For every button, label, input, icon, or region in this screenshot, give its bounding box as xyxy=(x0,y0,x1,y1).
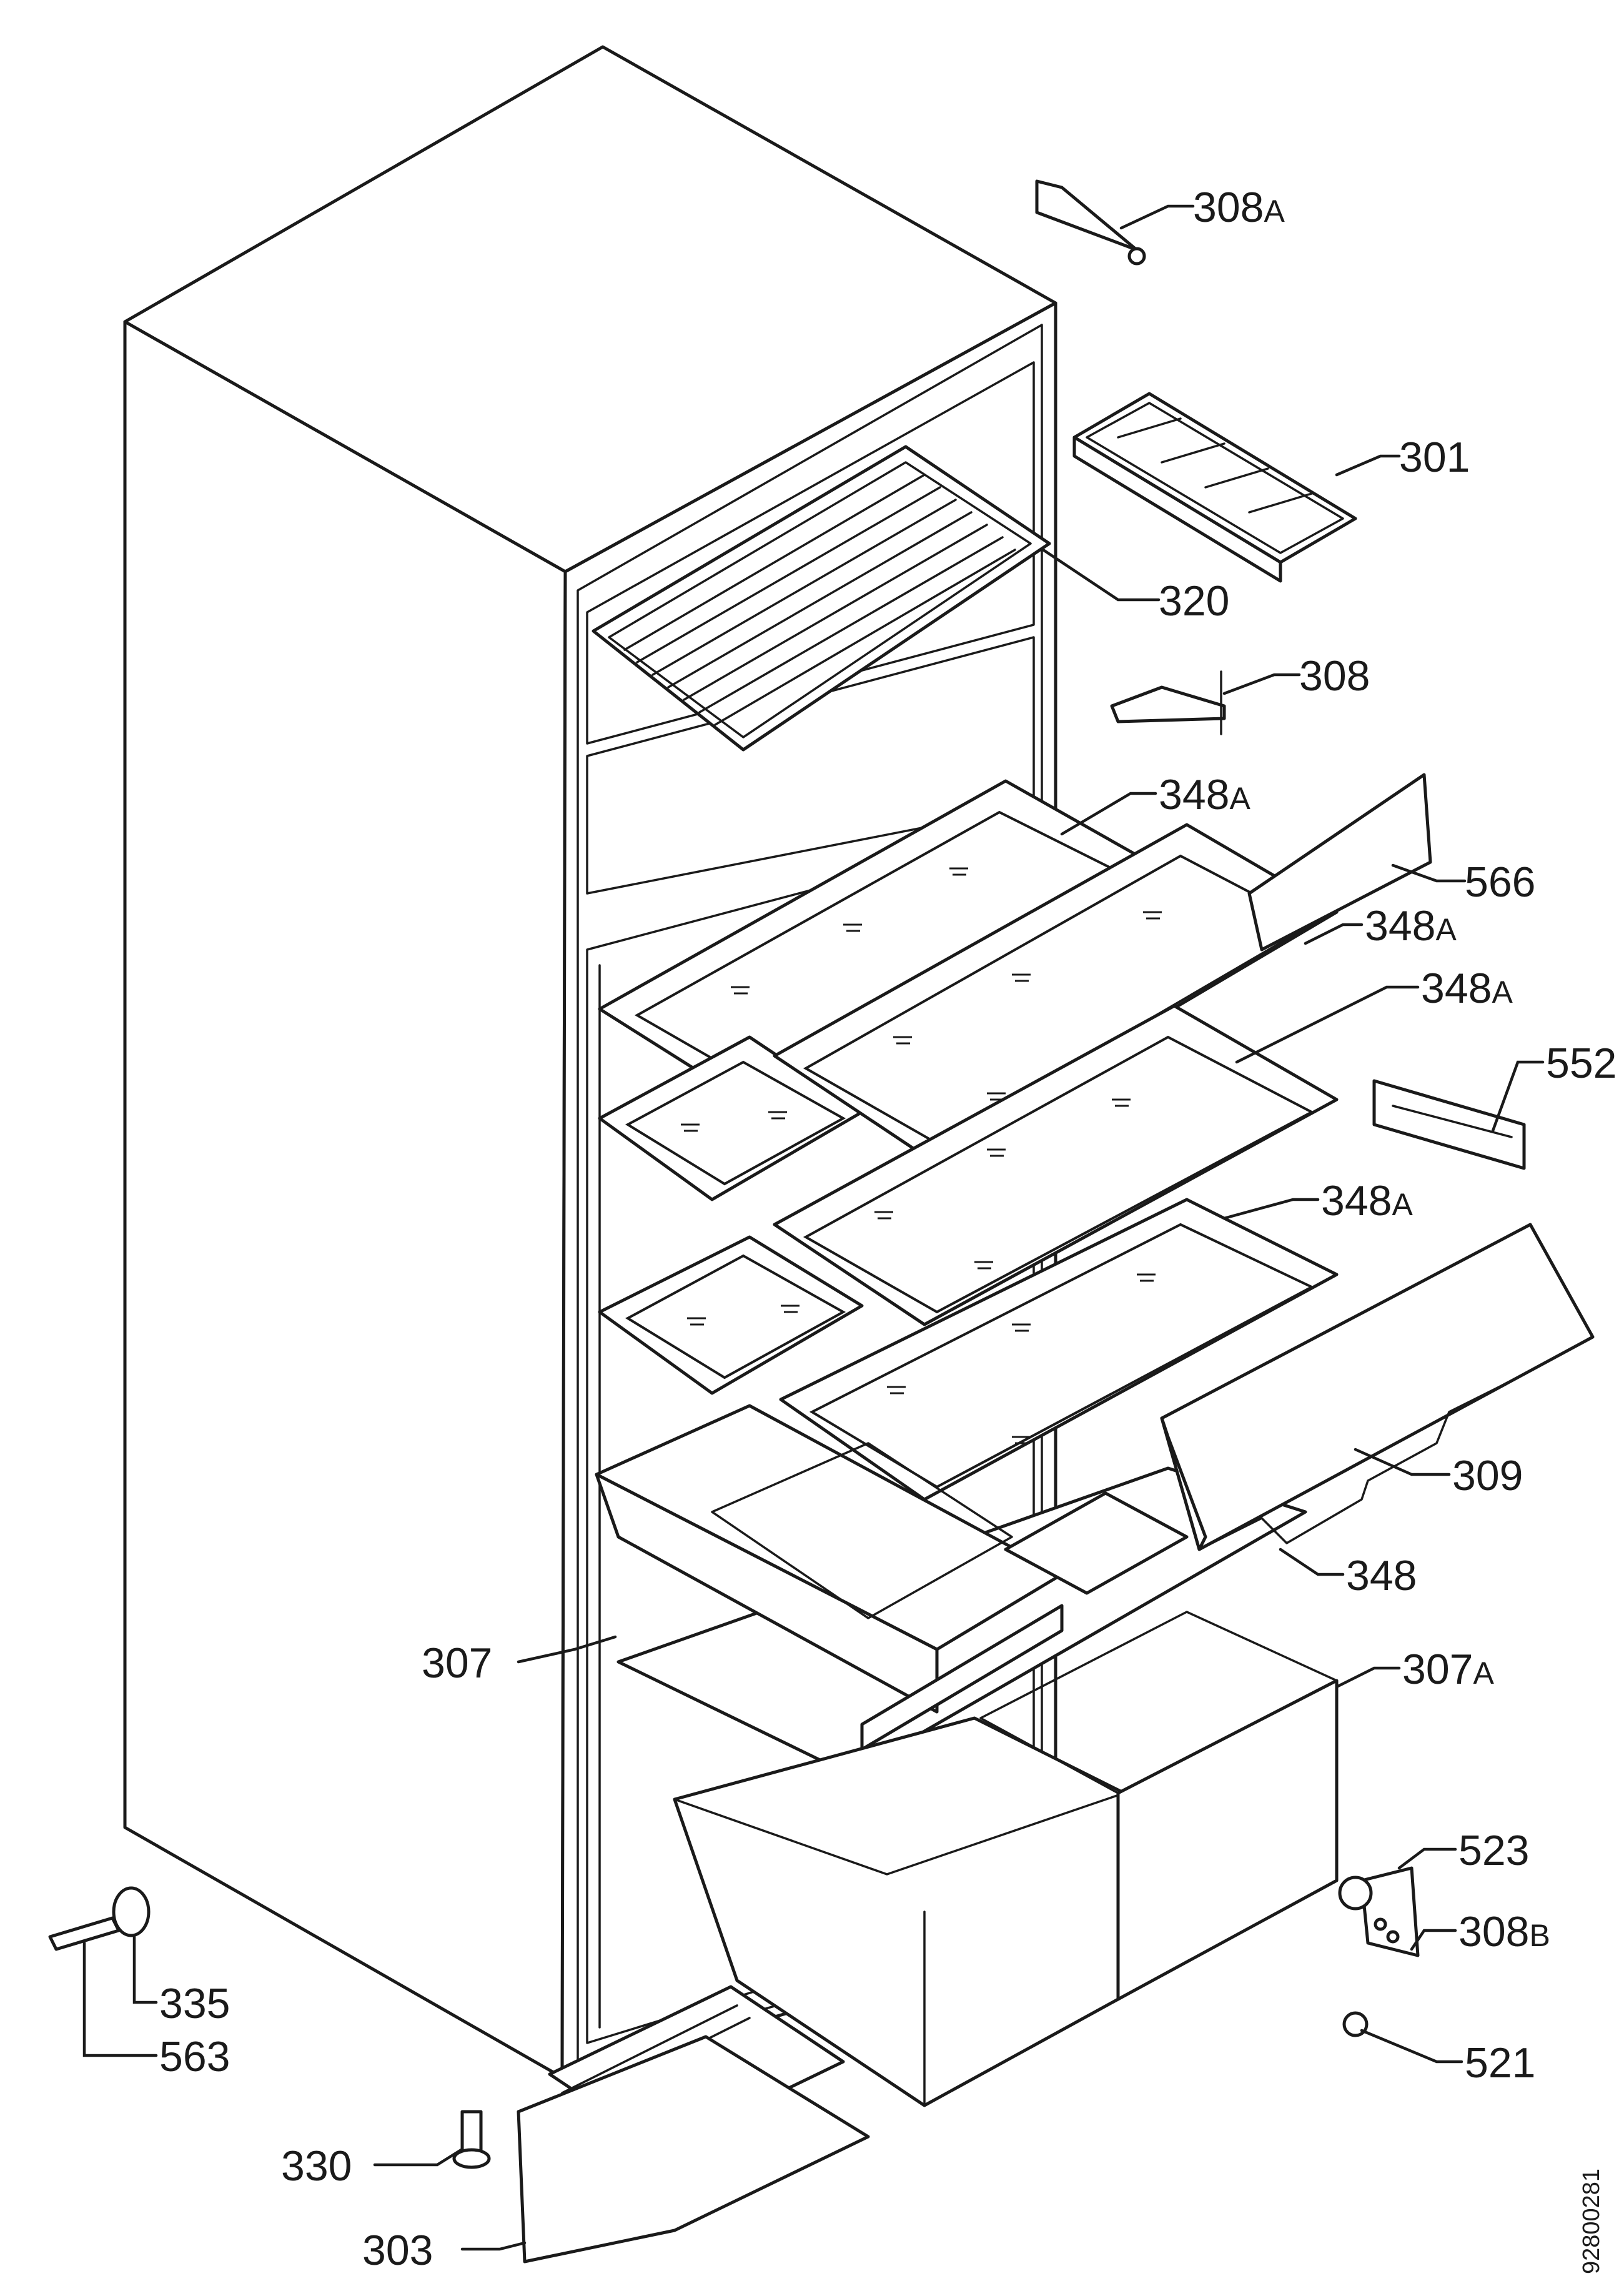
callout-521: 521 xyxy=(1465,2039,1535,2087)
hinge-308 xyxy=(1110,670,1226,735)
callout-301: 301 xyxy=(1399,434,1470,481)
glass-shelf-left-upper xyxy=(598,1035,864,1201)
callout-348A-3: 348A xyxy=(1421,965,1513,1012)
kick-plate-303 xyxy=(517,2035,870,2264)
callout-348A-1: 348A xyxy=(1159,771,1250,818)
bolt-563-335 xyxy=(48,1886,151,1951)
ice-cube-tray-301 xyxy=(1072,392,1357,583)
glass-shelf-bottom xyxy=(779,1198,1339,1501)
hinge-set-523-308b xyxy=(1338,1866,1420,1957)
clip-552 xyxy=(1372,1079,1526,1170)
adjustable-foot-330 xyxy=(452,2110,491,2169)
callout-307: 307 xyxy=(422,1639,492,1687)
cabinet-side xyxy=(123,320,567,2079)
callout-307A: 307A xyxy=(1402,1646,1494,1693)
freezer-wire-shelf xyxy=(592,445,1051,752)
callout-523: 523 xyxy=(1458,1827,1529,1874)
callout-335: 335 xyxy=(159,1980,230,2027)
callout-330: 330 xyxy=(281,2142,352,2190)
callout-552: 552 xyxy=(1546,1040,1617,1087)
door-bar-309 xyxy=(1160,1223,1595,1551)
callout-303: 303 xyxy=(362,2227,433,2274)
callout-309: 309 xyxy=(1452,1452,1523,1499)
callout-566: 566 xyxy=(1465,858,1535,906)
callout-348A-2: 348A xyxy=(1365,902,1457,950)
glass-shelf-left-lower xyxy=(598,1235,864,1395)
small-tray xyxy=(1004,1491,1189,1595)
callout-308A: 308A xyxy=(1193,184,1285,231)
callout-348: 348 xyxy=(1346,1552,1417,1599)
callout-labels: 308A 301 320 308 348A 566 348A 348A 552 … xyxy=(159,184,1617,2274)
glass-shelf-right-upper xyxy=(773,823,1339,1158)
callout-563: 563 xyxy=(159,2033,230,2080)
callout-308: 308 xyxy=(1299,652,1370,700)
freezer-compartment xyxy=(586,361,1035,745)
callout-320: 320 xyxy=(1159,577,1229,625)
handle-part-566 xyxy=(1247,773,1432,952)
callout-348A-4: 348A xyxy=(1321,1177,1413,1225)
glass-shelf-right-middle xyxy=(773,1004,1339,1326)
document-number: 92800281 xyxy=(1578,2169,1605,2274)
crisper-drawers-307a xyxy=(673,1611,1339,2107)
callout-308B: 308B xyxy=(1458,1908,1550,1956)
hinge-308a xyxy=(1035,179,1146,266)
drawer-307 xyxy=(595,1404,1189,1751)
leader-lines xyxy=(82,204,1545,2251)
